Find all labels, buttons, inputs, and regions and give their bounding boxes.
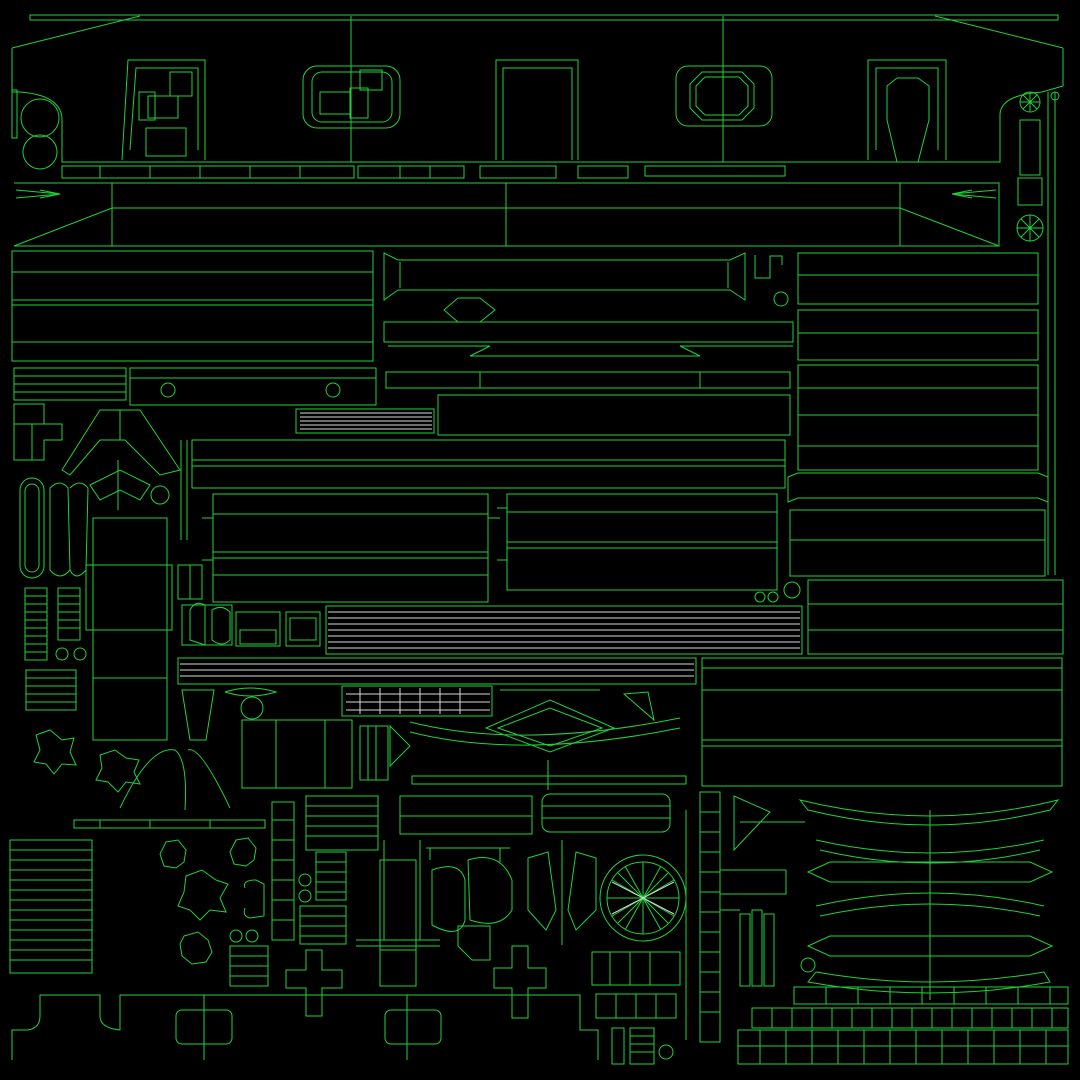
uv-island-bottom-shell (11, 994, 599, 1060)
uv-island-right-panel-stack (787, 252, 1064, 655)
uv-island-brick-rows (737, 986, 1069, 1065)
uv-island-highlight-lines (180, 412, 800, 915)
uv-island-bellows (305, 793, 671, 987)
uv-island-mid-boxes (202, 493, 801, 603)
uv-island-bolt-heads (33, 729, 257, 965)
uv-island-left-mid-parts (13, 403, 321, 741)
uv-island-center-lower-cluster (73, 687, 547, 1019)
uv-island-floor-panel (13, 182, 1000, 247)
uv-island-top-shell (11, 14, 1064, 170)
uv-island-leaf-springs (798, 799, 1060, 1000)
uv-island-sill-strip (61, 165, 786, 179)
uv-island-vent-grid-a (24, 587, 87, 711)
uv-island-center-shaped-panel (383, 252, 794, 389)
uv-island-slat-block-left (9, 839, 93, 974)
uv-island-middle-long-panel (191, 394, 791, 489)
uv-island-left-side-panel (11, 250, 377, 406)
uv-island-ladder (685, 791, 816, 1043)
uv-islands (9, 14, 1069, 1065)
uv-island-long-bars (177, 408, 1063, 790)
uv-island-hinge-parts (457, 840, 681, 1065)
